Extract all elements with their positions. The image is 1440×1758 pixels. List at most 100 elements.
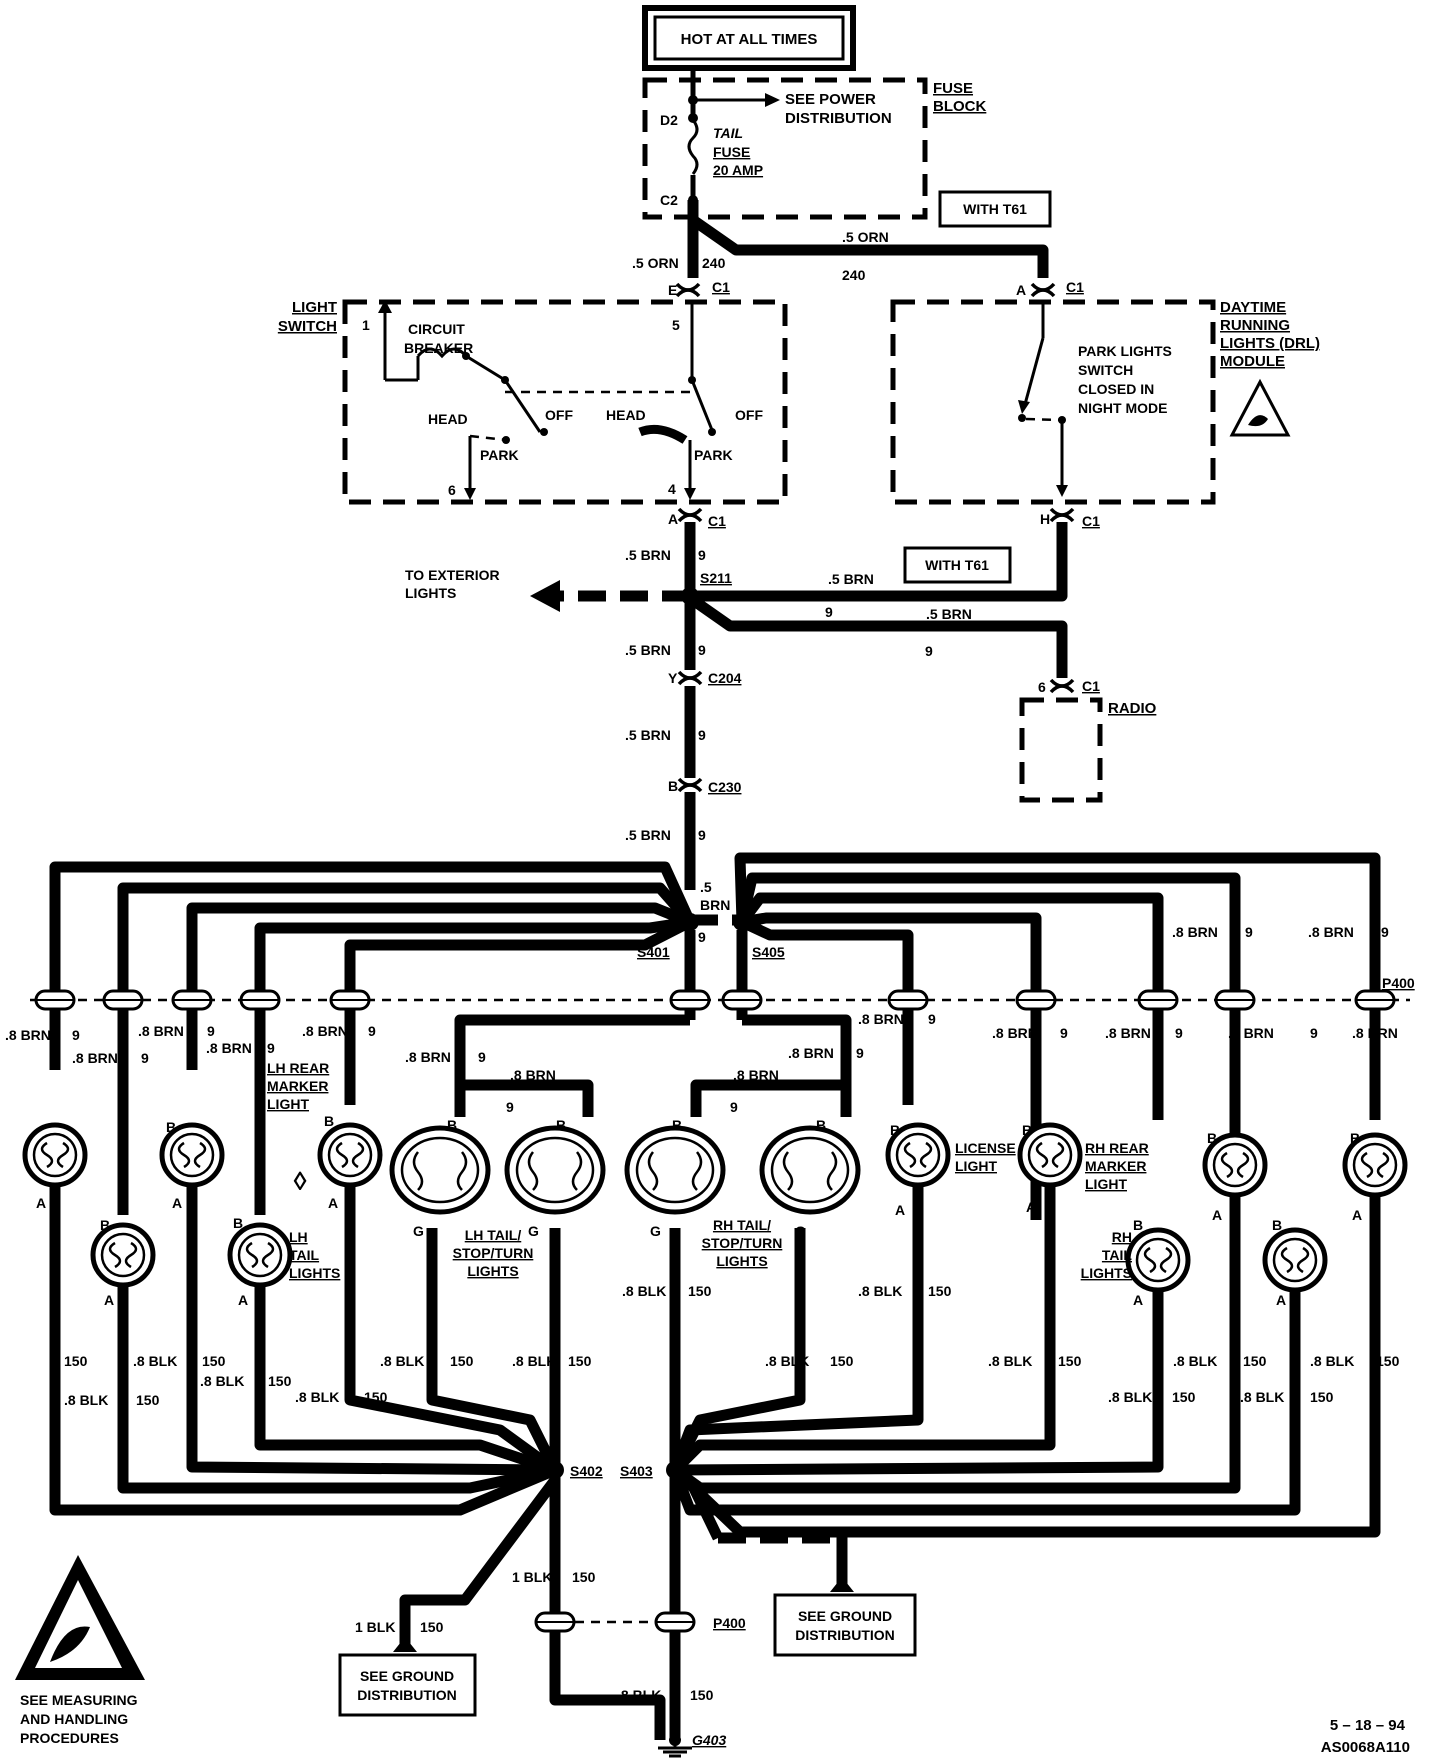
- svg-text:AND HANDLING: AND HANDLING: [20, 1711, 128, 1727]
- svg-text:LIGHT: LIGHT: [267, 1096, 309, 1112]
- svg-text:.5 BRN: .5 BRN: [625, 547, 671, 563]
- svg-text:B: B: [166, 1119, 176, 1135]
- svg-text:6: 6: [448, 482, 456, 498]
- right-ground-wires: [669, 1185, 1381, 1538]
- svg-text:C1: C1: [1082, 678, 1100, 694]
- svg-text:C1: C1: [712, 279, 730, 295]
- lamp-lh-stop-turn-1: B G: [392, 1117, 488, 1239]
- svg-text:OFF: OFF: [735, 407, 763, 423]
- t61-option-upper: WITH T61: [938, 190, 1052, 228]
- svg-text:A: A: [895, 1202, 905, 1218]
- ground-arrow-icon: [830, 1577, 854, 1592]
- svg-text:B: B: [556, 1117, 566, 1133]
- svg-text:240: 240: [702, 255, 726, 271]
- svg-text:C204: C204: [708, 670, 742, 686]
- svg-text:9: 9: [928, 1011, 936, 1027]
- diagram-code: AS0068A110: [1321, 1739, 1410, 1756]
- svg-text:.8 BLK: .8 BLK: [1240, 1389, 1284, 1405]
- svg-text:9: 9: [698, 547, 706, 563]
- svg-text:TO EXTERIOR: TO EXTERIOR: [405, 567, 500, 583]
- svg-text:150: 150: [64, 1353, 88, 1369]
- svg-text:LIGHTS: LIGHTS: [716, 1253, 767, 1269]
- svg-text:9: 9: [730, 1099, 738, 1115]
- svg-text:A: A: [238, 1292, 248, 1308]
- lamp-lh-stop-turn-2: B G: [507, 1117, 603, 1239]
- hot-label: HOT AT ALL TIMES: [681, 31, 818, 48]
- svg-text:.5 BRN: .5 BRN: [625, 827, 671, 843]
- svg-text:A: A: [1026, 1199, 1036, 1215]
- svg-text:SEE GROUND: SEE GROUND: [798, 1608, 892, 1624]
- svg-text:.5: .5: [700, 879, 712, 895]
- svg-text:9: 9: [698, 929, 706, 945]
- svg-text:.8 BRN: .8 BRN: [858, 1011, 904, 1027]
- svg-text:150: 150: [572, 1569, 596, 1585]
- svg-text:CLOSED IN: CLOSED IN: [1078, 381, 1154, 397]
- lamp-rh-stop-turn-2: B G: [762, 1117, 858, 1239]
- svg-text:20 AMP: 20 AMP: [713, 162, 763, 178]
- svg-text:150: 150: [1172, 1389, 1196, 1405]
- svg-text:.5 BRN: .5 BRN: [926, 606, 972, 622]
- svg-text:DISTRIBUTION: DISTRIBUTION: [357, 1687, 457, 1703]
- lamp-rh-9: B A: [1345, 1130, 1405, 1223]
- svg-text:LIGHT: LIGHT: [292, 299, 337, 316]
- t61-option-lower: WITH T61: [903, 546, 1012, 584]
- svg-text:TAIL: TAIL: [1102, 1247, 1133, 1263]
- drl-module: A C1 DAYTIME RUNNING LIGHTS (DRL) MODULE…: [890, 279, 1320, 505]
- lamp-rh-tail-outer: B A: [1265, 1217, 1325, 1308]
- svg-text:.8 BRN: .8 BRN: [788, 1045, 834, 1061]
- svg-text:9: 9: [1175, 1025, 1183, 1041]
- svg-text:.8 BRN: .8 BRN: [206, 1040, 252, 1056]
- diagram-date: 5 – 18 – 94: [1330, 1717, 1406, 1734]
- svg-text:OFF: OFF: [545, 407, 573, 423]
- circuit-breaker-icon: [416, 347, 468, 359]
- svg-text:G: G: [413, 1223, 424, 1239]
- svg-text:9: 9: [72, 1027, 80, 1043]
- left-feed-wires: [49, 861, 696, 1215]
- svg-text:A: A: [1352, 1207, 1362, 1223]
- svg-text:H: H: [1040, 511, 1050, 527]
- svg-text:NIGHT MODE: NIGHT MODE: [1078, 400, 1167, 416]
- rh-stop-turn-label: RH TAIL/: [713, 1217, 771, 1233]
- lamp-lh-tail-outer: B A: [93, 1217, 153, 1308]
- hot-box: HOT AT ALL TIMES: [642, 5, 856, 71]
- svg-text:B: B: [890, 1122, 900, 1138]
- svg-text:SWITCH: SWITCH: [1078, 362, 1133, 378]
- svg-text:PARK LIGHTS: PARK LIGHTS: [1078, 343, 1172, 359]
- arrow-right-icon: [765, 93, 780, 107]
- svg-text:Y: Y: [668, 670, 678, 686]
- svg-text:P400: P400: [713, 1615, 746, 1631]
- fuse-icon: [687, 119, 699, 175]
- svg-text:B: B: [233, 1215, 243, 1231]
- svg-text:B: B: [100, 1217, 110, 1233]
- svg-text:DISTRIBUTION: DISTRIBUTION: [785, 110, 892, 127]
- svg-text:B: B: [1133, 1217, 1143, 1233]
- svg-text:.8 BLK: .8 BLK: [295, 1389, 339, 1405]
- svg-text:150: 150: [450, 1353, 474, 1369]
- svg-text:A: A: [1016, 282, 1026, 298]
- svg-text:.8 BRN: .8 BRN: [72, 1050, 118, 1066]
- esd-note: SEE MEASURING: [20, 1692, 138, 1708]
- svg-text:A: A: [104, 1292, 114, 1308]
- svg-text:DAYTIME: DAYTIME: [1220, 299, 1286, 316]
- svg-text:S402: S402: [570, 1463, 603, 1479]
- svg-text:9: 9: [267, 1040, 275, 1056]
- tail-fuse-label: TAIL: [713, 125, 743, 141]
- svg-text:150: 150: [830, 1353, 854, 1369]
- svg-text:.8 BLK: .8 BLK: [380, 1353, 424, 1369]
- svg-text:LIGHTS: LIGHTS: [1081, 1265, 1132, 1281]
- svg-text:.8 BRN: .8 BRN: [405, 1049, 451, 1065]
- svg-text:S403: S403: [620, 1463, 653, 1479]
- lamp-rh-7: B A: [1205, 1130, 1265, 1223]
- svg-text:A: A: [668, 511, 678, 527]
- svg-text:MARKER: MARKER: [1085, 1158, 1146, 1174]
- svg-text:.8 BRN: .8 BRN: [1308, 924, 1354, 940]
- svg-text:9: 9: [207, 1023, 215, 1039]
- svg-text:PARK: PARK: [480, 447, 519, 463]
- radio: RADIO: [1019, 697, 1157, 803]
- svg-text:HEAD: HEAD: [606, 407, 646, 423]
- svg-text:P400: P400: [1382, 975, 1415, 991]
- svg-text:.8 BRN: .8 BRN: [1105, 1025, 1151, 1041]
- svg-text:BRN: BRN: [700, 897, 730, 913]
- esd-icon: [1229, 378, 1291, 437]
- svg-text:C1: C1: [1066, 279, 1084, 295]
